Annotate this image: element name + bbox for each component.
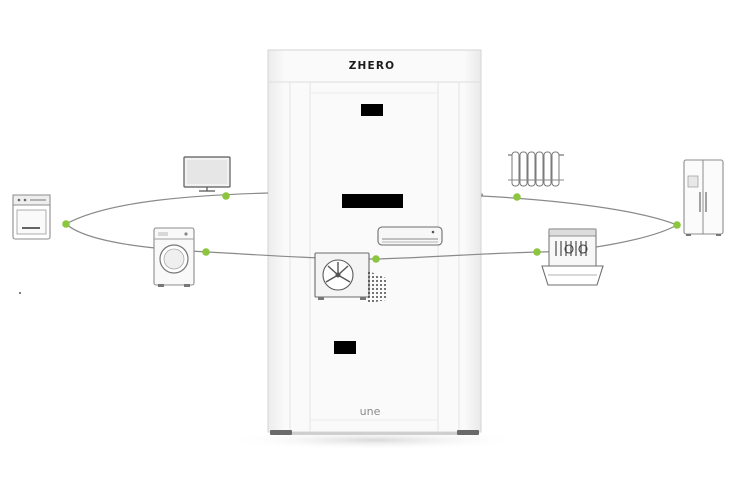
loop-right-upper xyxy=(480,195,678,226)
oven-icon xyxy=(12,194,51,240)
node-fridge xyxy=(673,221,681,229)
node-heat-pump xyxy=(372,255,380,263)
fridge-icon xyxy=(683,159,724,236)
node-radiator xyxy=(513,193,521,201)
node-oven xyxy=(62,220,70,228)
brand-logo: ZHERO xyxy=(349,60,396,72)
stray-dot xyxy=(19,292,21,294)
redacted-label-bottom xyxy=(334,341,356,354)
node-dishwasher xyxy=(533,248,541,256)
air-conditioner-indoor-icon xyxy=(377,226,443,246)
redacted-label-top xyxy=(361,104,383,116)
tv-icon xyxy=(183,156,231,192)
zhero-unit: ZHERO une xyxy=(267,49,482,435)
redacted-label-middle xyxy=(342,194,403,208)
node-tv xyxy=(222,192,230,200)
washing-machine-icon xyxy=(153,227,195,287)
loop-left-upper xyxy=(65,192,269,225)
dishwasher-icon xyxy=(541,228,604,286)
connection-nodes xyxy=(62,192,681,263)
radiator-icon xyxy=(508,151,564,187)
node-washer xyxy=(202,248,210,256)
maker-logo: une xyxy=(360,405,381,418)
outdoor-unit-icon xyxy=(314,252,386,304)
